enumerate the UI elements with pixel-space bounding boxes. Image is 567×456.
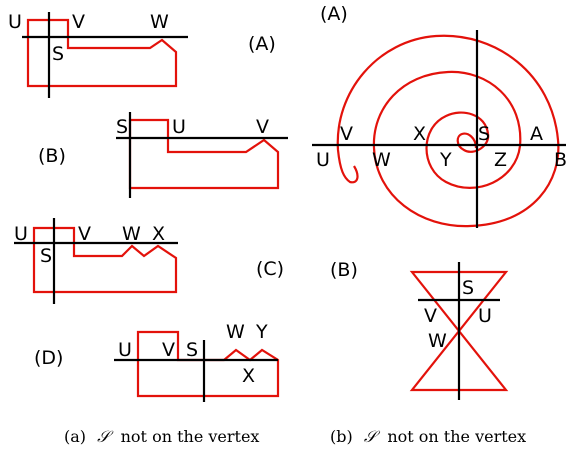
label-v: V [72, 11, 85, 33]
figure-d-tag: (D) [34, 347, 63, 369]
panel-b-figure-b: S V U W (B) [330, 259, 509, 400]
panel-a-figure-a: U V W S (A) [8, 11, 276, 98]
figure-b-tag: (B) [38, 145, 66, 167]
label-u: U [8, 11, 22, 33]
label-a: A [530, 123, 543, 145]
label-v: V [424, 305, 437, 327]
caption-b-prefix: (b) [330, 427, 353, 446]
caption-a-prefix: (a) [64, 427, 86, 446]
figure-a-red-outline [26, 18, 178, 88]
label-u: U [14, 223, 28, 245]
label-z: Z [494, 149, 507, 171]
hourglass-figure-tag: (B) [330, 259, 358, 281]
caption-a: (a) 𝒮 not on the vertex [64, 427, 259, 446]
panel-b-figure-a: V X S A U W Y Z B (A) [312, 3, 567, 228]
label-y: Y [255, 321, 268, 343]
label-w: W [122, 223, 141, 245]
spiral-red-curve [336, 34, 560, 228]
label-u: U [316, 149, 330, 171]
panel-a-figure-b: S U V (B) [38, 112, 288, 198]
caption-a-text: not on the vertex [121, 427, 260, 446]
panel-a-figure-c: U V W X S (C) [14, 218, 284, 304]
label-x: X [152, 223, 165, 245]
caption-b-text: not on the vertex [387, 427, 526, 446]
caption-b: (b) 𝒮 not on the vertex [330, 427, 526, 446]
label-v: V [162, 339, 175, 361]
label-w: W [428, 330, 447, 352]
label-v: V [340, 123, 353, 145]
label-s: S [462, 277, 474, 299]
figure-b-red-outline [128, 118, 280, 190]
label-w: W [150, 11, 169, 33]
hourglass-red-outline [409, 270, 509, 392]
figure-a-tag: (A) [248, 33, 276, 55]
label-b: B [554, 149, 567, 171]
label-s: S [52, 43, 64, 65]
caption-b-symbol: 𝒮 [364, 427, 381, 446]
spiral-figure-tag: (A) [320, 3, 348, 25]
label-v: V [256, 116, 269, 138]
label-y: Y [439, 149, 452, 171]
figure-c-tag: (C) [256, 258, 284, 280]
label-s: S [478, 123, 490, 145]
label-s: S [40, 245, 52, 267]
label-u: U [118, 339, 132, 361]
label-v: V [78, 223, 91, 245]
label-w: W [372, 149, 391, 171]
label-x: X [242, 365, 255, 387]
label-u: U [172, 116, 186, 138]
label-u: U [478, 305, 492, 327]
label-s: S [116, 116, 128, 138]
figure-c-red-outline [32, 226, 178, 294]
label-w: W [226, 321, 245, 343]
label-s: S [186, 339, 198, 361]
panel-a-figure-d: U V S W Y X (D) [34, 321, 280, 402]
caption-a-symbol: 𝒮 [97, 427, 114, 446]
label-x: X [413, 123, 426, 145]
